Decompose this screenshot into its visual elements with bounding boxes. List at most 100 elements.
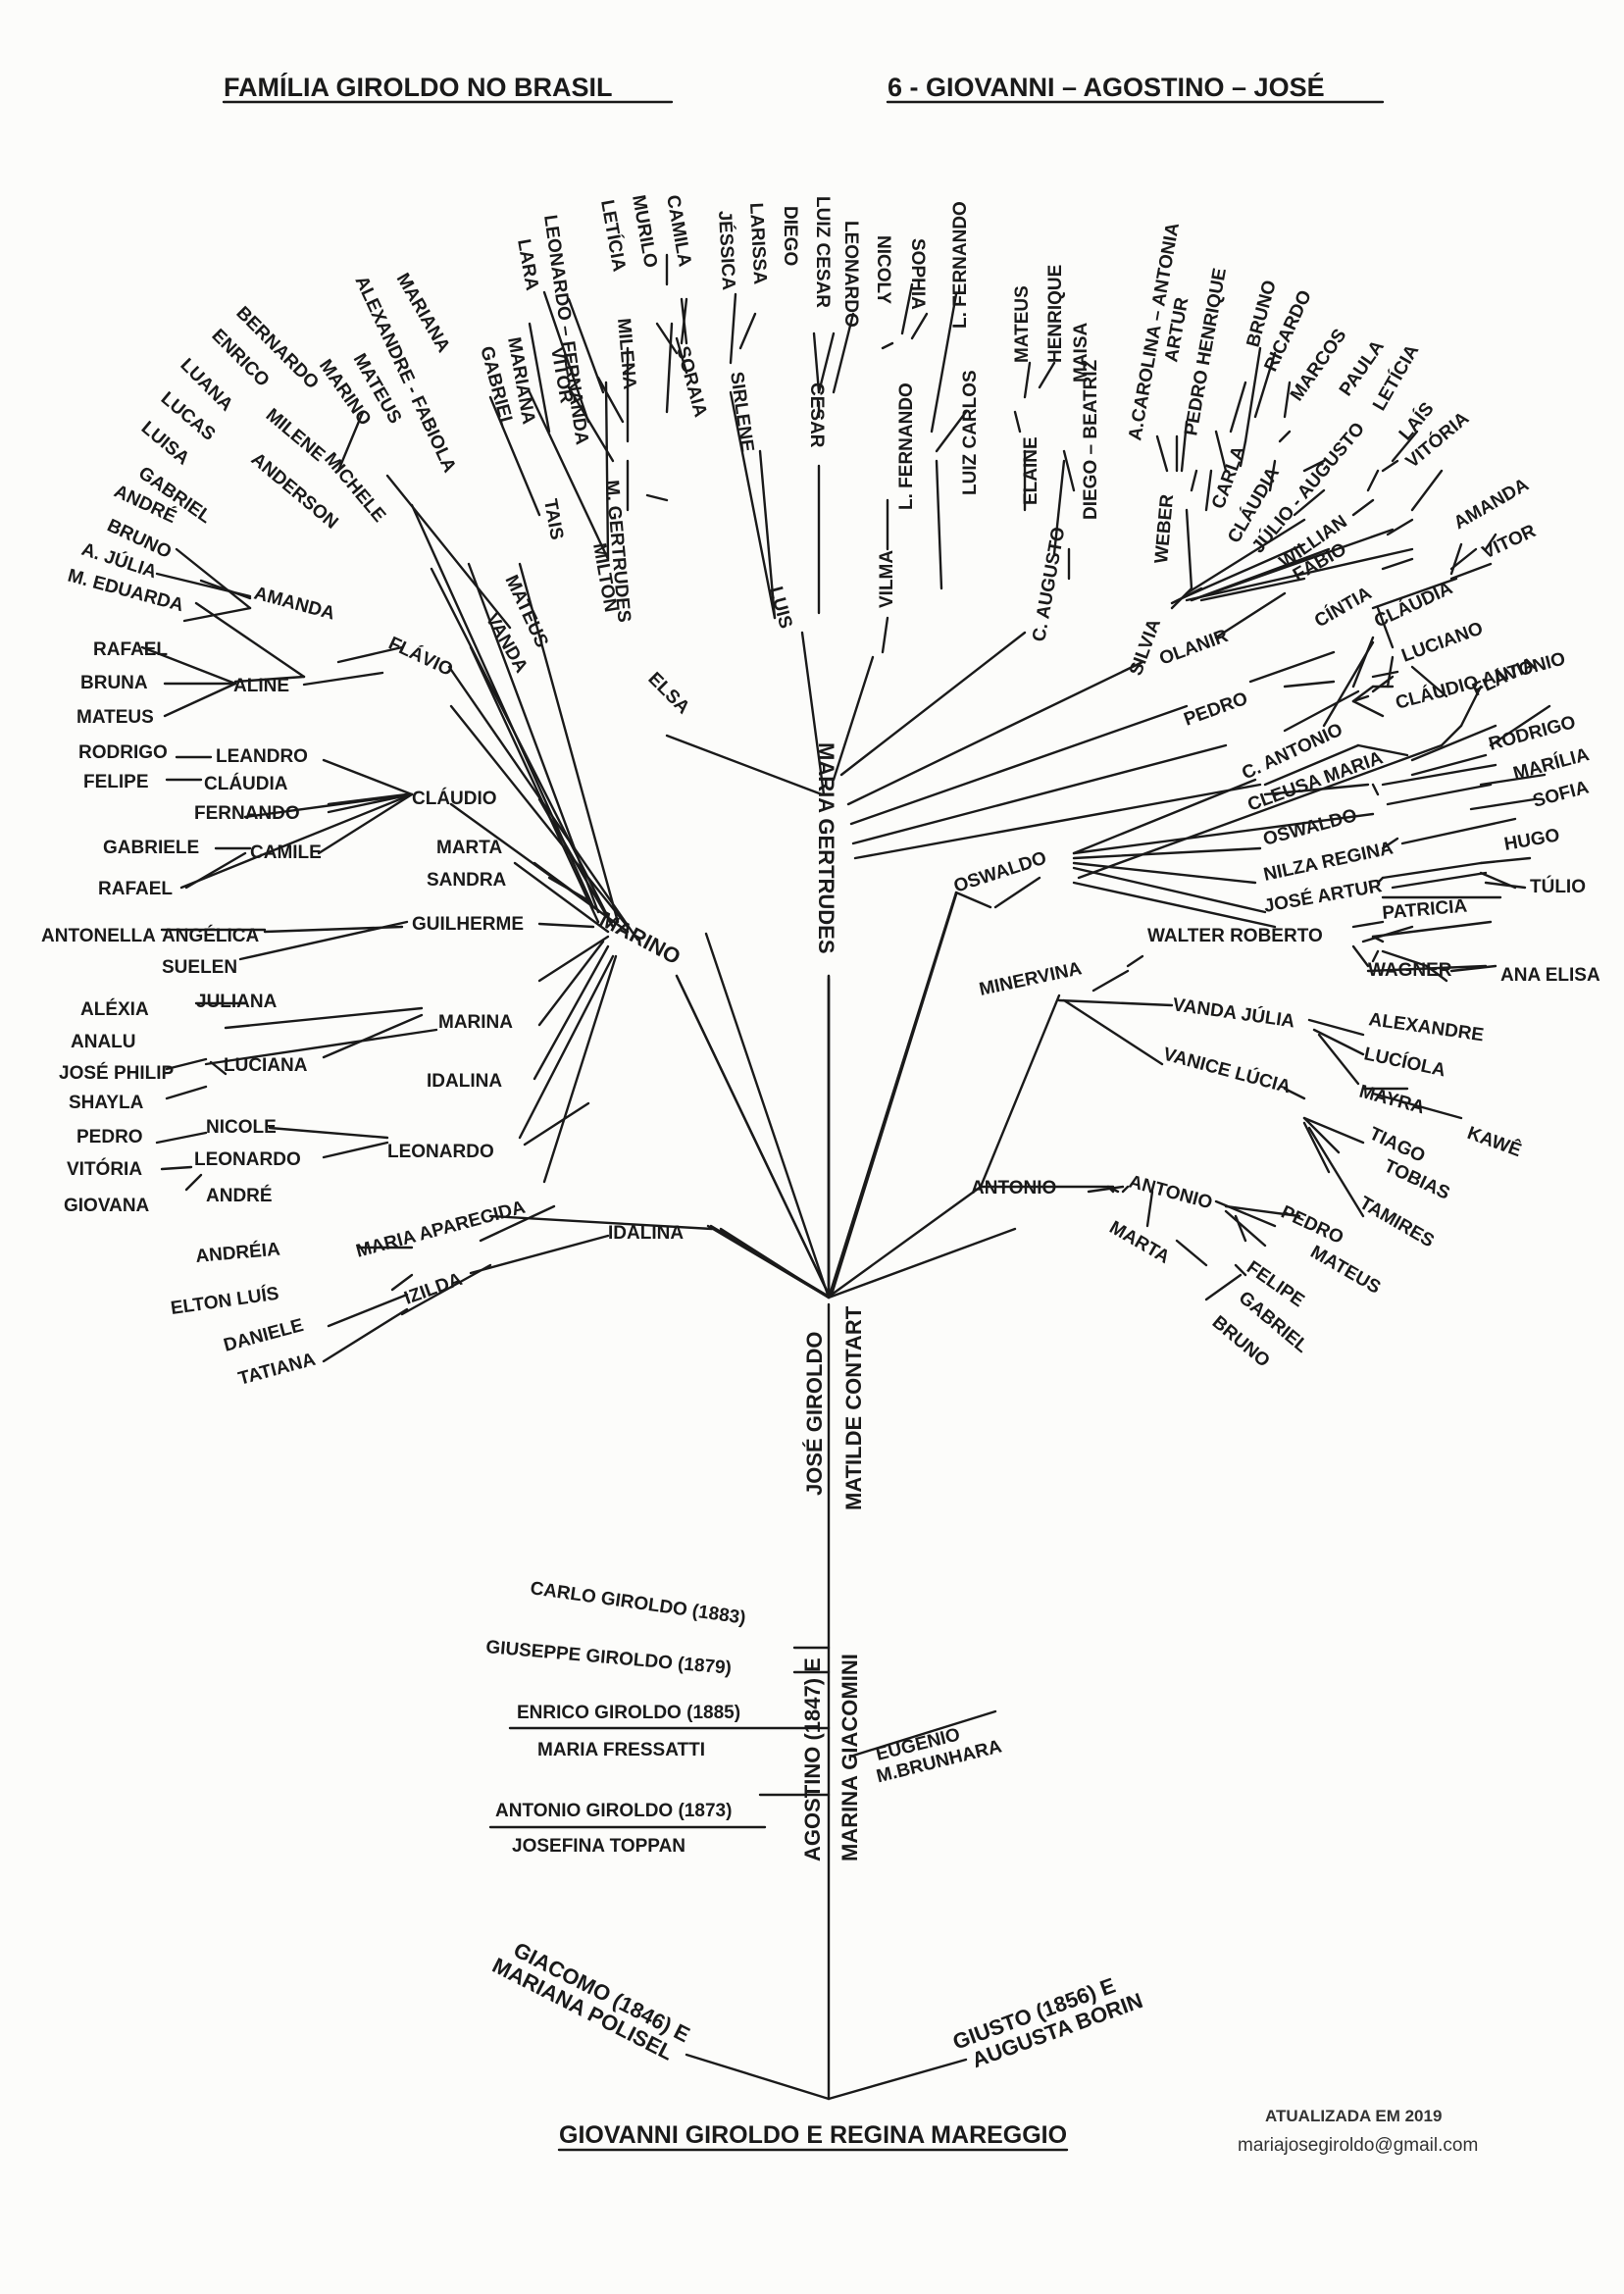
person-label: SILVIA — [1126, 616, 1165, 679]
agostino-name: AGOSTINO (1847) E — [800, 1657, 825, 1861]
person-label: PEDRO — [1278, 1201, 1346, 1249]
person-label: VANICE LÚCIA — [1161, 1044, 1294, 1098]
enrico-giroldo: ENRICO GIROLDO (1885) — [517, 1703, 740, 1723]
branch-antonio: ANTONIO — [971, 1178, 1056, 1198]
person-label: OLANIR — [1157, 626, 1232, 670]
person-label: ALINE — [233, 676, 289, 696]
person-label: ALÉXIA — [80, 998, 149, 1020]
person-label: JÉSSICA — [714, 210, 739, 291]
person-label: JOSÉ PHILIP — [59, 1062, 175, 1084]
branch-idalina: IDALINA — [608, 1223, 684, 1244]
person-label: SORAIA — [672, 344, 710, 420]
person-label: PEDRO HENRIQUE — [1181, 267, 1231, 437]
person-label: RAFAEL — [93, 639, 168, 660]
person-label: MARTA — [436, 838, 502, 858]
person-label: VITÓRIA — [67, 1158, 142, 1180]
person-label: OSWALDO — [1261, 805, 1359, 850]
person-label: ANGÉLICA — [162, 925, 260, 946]
person-label: SHAYLA — [69, 1093, 144, 1113]
title-left: FAMÍLIA GIROLDO NO BRASIL — [224, 72, 612, 102]
person-label: FELIPE — [83, 772, 149, 792]
person-label: VILMA — [877, 550, 897, 608]
person-label: CLÁUDIA — [204, 773, 288, 794]
giuseppe-giroldo: GIUSEPPE GIROLDO (1879) — [485, 1637, 733, 1679]
person-label: JULIANA — [196, 992, 278, 1012]
person-label: CAMILE — [250, 842, 322, 863]
person-label: FLÁVIA — [1469, 652, 1540, 700]
branch-oswaldo: OSWALDO — [951, 847, 1049, 896]
person-label: TAMIRES — [1356, 1193, 1438, 1251]
person-label: MILENA — [613, 318, 639, 391]
agostino-spouse: MARINA GIACOMINI — [837, 1654, 862, 1861]
person-label: ANDRÉ — [206, 1185, 273, 1206]
person-label: C. AUGUSTO — [1029, 526, 1069, 643]
person-label: MURILO — [628, 193, 661, 269]
person-label: RODRIGO — [78, 742, 168, 763]
enrico-spouse: MARIA FRESSATTI — [537, 1740, 705, 1760]
person-label: AMANDA — [252, 584, 337, 625]
person-label: GIOVANA — [64, 1196, 150, 1216]
antonio-spouse: JOSEFINA TOPPAN — [512, 1836, 685, 1857]
person-label: SIRLENE — [726, 371, 757, 453]
branch-maria-gertrudes: MARIA GERTRUDES — [814, 742, 838, 954]
person-label: WALTER ROBERTO — [1147, 926, 1323, 946]
person-label: ELTON LUÍS — [170, 1283, 280, 1319]
person-label: DIEGO — [780, 206, 800, 266]
person-label: CÍNTIA — [1311, 582, 1376, 632]
person-label: LEONARDO — [387, 1142, 494, 1162]
root-couple: GIOVANNI GIROLDO E REGINA MAREGGIO — [559, 2121, 1067, 2149]
person-label: L. FERNANDO — [896, 382, 917, 510]
person-label: GUILHERME — [412, 914, 524, 935]
person-label: SANDRA — [427, 870, 507, 891]
agostino-couple: AGOSTINO (1847) E MARINA GIACOMINI — [800, 1654, 862, 1861]
eugenio-couple: EUGENIO M.BRUNHARA — [874, 1724, 1004, 1787]
person-label: GABRIELE — [103, 838, 199, 858]
person-label: MARINA — [438, 1012, 513, 1033]
person-label: IDALINA — [427, 1071, 502, 1092]
person-label: PEDRO — [76, 1127, 143, 1147]
person-label: MILENE — [262, 405, 329, 466]
person-label: LEONARDO — [194, 1149, 301, 1170]
branch-marino: MARINO — [596, 906, 685, 969]
person-label: VANDA JÚLIA — [1171, 994, 1296, 1032]
person-label: KAWÊ — [1464, 1122, 1524, 1161]
person-label: NICOLY — [873, 235, 893, 304]
person-label: NICOLE — [206, 1117, 277, 1138]
person-label: LUIZ CESAR — [812, 196, 833, 308]
person-label: ANTONELLA — [41, 926, 156, 946]
person-label: WAGNER — [1368, 960, 1452, 981]
person-label: VÍTOR — [1479, 520, 1540, 563]
person-label: ANA ELISA — [1500, 965, 1600, 986]
person-label: LEONARDO – FERNANDA — [539, 214, 592, 446]
person-label: PATRICIA — [1382, 895, 1469, 924]
person-label: CESAR — [806, 382, 827, 448]
person-label: LUIS — [765, 585, 795, 631]
person-label: DIEGO – BEATRIZ — [1081, 359, 1101, 520]
person-label: HENRIQUE — [1045, 265, 1066, 363]
person-label: MATEUS — [76, 707, 154, 728]
giacomo-couple: GIACOMO (1846) E MARIANA POLISEL — [488, 1937, 693, 2065]
person-label: SUELEN — [162, 957, 237, 978]
person-label: BRUNA — [80, 673, 148, 693]
person-label: ANALU — [71, 1032, 136, 1052]
jose-couple: JOSÉ GIROLDO MATILDE CONTART — [802, 1305, 866, 1510]
giusto-couple: GIUSTO (1856) E AUGUSTA BORIN — [949, 1973, 1145, 2073]
title-right: 6 - GIOVANNI – AGOSTINO – JOSÉ — [888, 72, 1325, 102]
person-label: MARTA — [1106, 1217, 1174, 1268]
person-label: DANIELE — [222, 1315, 306, 1356]
person-label: TÚLIO — [1530, 876, 1586, 897]
branch-minervina: MINERVINA — [978, 958, 1085, 1000]
person-label: SOPHIA — [907, 238, 928, 310]
person-label: FERNANDO — [194, 803, 300, 824]
person-label: MATEUS — [1012, 285, 1033, 363]
person-label: ANDRÉIA — [195, 1238, 281, 1266]
person-label: HUGO — [1502, 825, 1561, 855]
person-label: MAISA — [1071, 323, 1091, 383]
person-label: LUCIANA — [224, 1055, 308, 1076]
carlo-giroldo: CARLO GIROLDO (1883) — [529, 1578, 746, 1629]
person-label: LEANDRO — [216, 746, 308, 767]
person-label: MATEUS — [1307, 1242, 1385, 1299]
person-label: WEBER — [1151, 493, 1178, 565]
